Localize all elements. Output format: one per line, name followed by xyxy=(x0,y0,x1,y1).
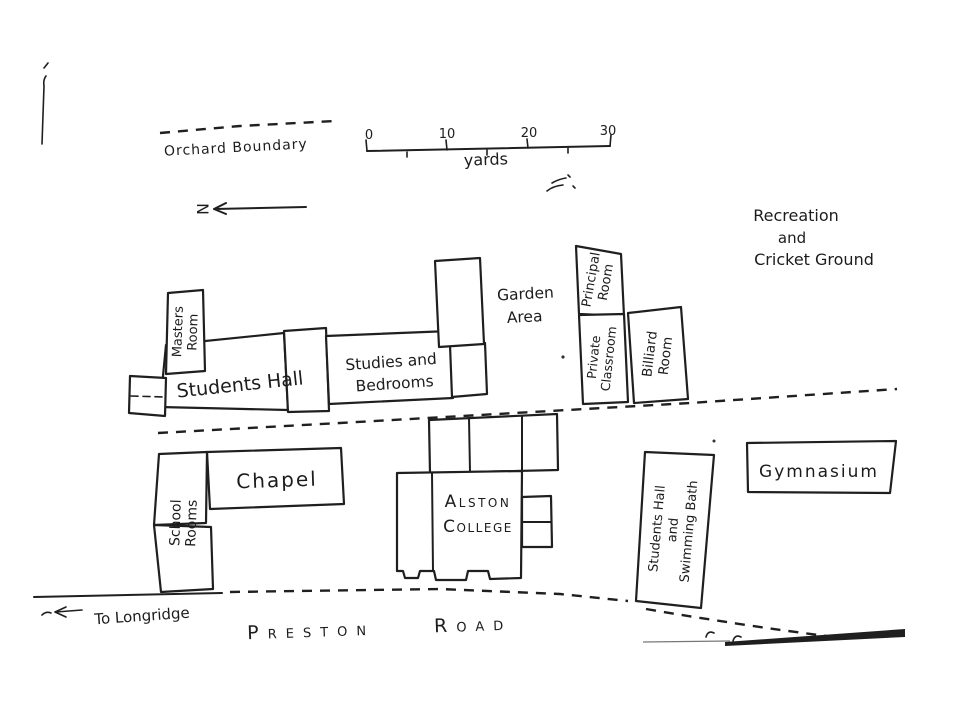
speck xyxy=(561,355,565,359)
alston-line2: College xyxy=(443,517,513,537)
recreation-ground-label: Recreation and Cricket Ground xyxy=(753,206,874,269)
principal-line2: Room xyxy=(596,263,617,302)
garden-line1: Garden xyxy=(497,283,555,304)
gymnasium-building xyxy=(745,439,898,495)
garden-area-label: Garden Area xyxy=(497,283,555,327)
west-annex-divider xyxy=(130,395,165,398)
masters-room-building xyxy=(164,288,207,376)
masters-room-line1: Masters xyxy=(170,306,187,358)
scale-tick-20: 20 xyxy=(521,126,538,141)
billiard-line2: Room xyxy=(656,336,677,376)
scale-tick-30: 30 xyxy=(600,124,617,139)
to-longridge: To Longridge xyxy=(41,604,190,629)
college-main-building xyxy=(395,469,524,582)
school-rooms-upper xyxy=(152,450,209,527)
left-edge-artifact xyxy=(41,62,49,145)
swimming-bath-building xyxy=(634,450,716,610)
to-longridge-label: To Longridge xyxy=(93,604,190,629)
road-small-marks xyxy=(705,631,742,642)
school-rooms-line1: School xyxy=(167,499,185,546)
scale-unit-label: yards xyxy=(464,149,509,170)
row-right-wing xyxy=(448,341,489,399)
school-rooms-lower xyxy=(152,523,215,594)
college-upper-rooms xyxy=(427,412,560,475)
swimming-bath-line2: and xyxy=(665,517,682,543)
speck xyxy=(712,439,716,443)
road-thick-edge xyxy=(725,629,905,646)
chapel-label: Chapel xyxy=(236,467,318,494)
private-line2: Classroom xyxy=(598,325,620,391)
scale-bar-ticks xyxy=(365,134,612,158)
billiard-room-label: Billiard Room xyxy=(639,330,677,378)
north-arrow-icon: N xyxy=(193,202,307,215)
north-label: N xyxy=(193,203,212,215)
tall-north-wing xyxy=(433,256,486,349)
orchard-boundary-label: Orchard Boundary xyxy=(164,136,309,160)
longridge-arrow-icon xyxy=(41,606,83,618)
masters-room-line2: Room xyxy=(185,313,201,351)
private-classroom-building xyxy=(577,312,630,406)
recreation-line3: Cricket Ground xyxy=(754,250,874,269)
recreation-line2: and xyxy=(778,229,806,247)
alston-line1: Alston xyxy=(445,492,512,512)
recreation-line1: Recreation xyxy=(753,206,839,225)
road-edge-dashed xyxy=(229,587,629,603)
students-hall-center-block xyxy=(282,326,331,414)
road-faint-line xyxy=(642,640,731,643)
scale-bar: 0 10 20 30 yards xyxy=(365,124,616,170)
college-upper-dividers xyxy=(468,415,523,473)
scale-tick-0: 0 xyxy=(365,128,373,143)
north-arrow-line xyxy=(213,202,307,215)
private-classroom-label: Private Classroom xyxy=(584,325,620,391)
alston-college-label: Alston College xyxy=(443,492,513,537)
grounds-boundary-line xyxy=(157,387,898,435)
college-main-divider xyxy=(431,472,434,572)
garden-line2: Area xyxy=(506,307,543,327)
studies-line2: Bedrooms xyxy=(355,372,434,395)
masters-room-label: Masters Room xyxy=(170,306,202,358)
road-edge-solid xyxy=(33,592,223,598)
private-line1: Private xyxy=(584,334,604,379)
orchard-boundary-line xyxy=(159,119,336,135)
scale-tick-10: 10 xyxy=(439,127,456,142)
gymnasium-label: Gymnasium xyxy=(759,462,879,482)
school-rooms-label: School Rooms xyxy=(167,499,201,547)
pencil-scribble xyxy=(546,174,576,192)
scale-bar-line xyxy=(366,145,611,152)
chapel-building xyxy=(205,446,346,511)
school-rooms-line2: Rooms xyxy=(183,499,201,547)
preston-road xyxy=(33,587,905,646)
billiard-room-building xyxy=(626,305,690,405)
preston-label: Preston xyxy=(247,618,376,644)
road-label: Road xyxy=(434,613,513,638)
billiard-line1: Billiard xyxy=(639,330,661,378)
road-edge-dashed-right xyxy=(645,607,827,638)
